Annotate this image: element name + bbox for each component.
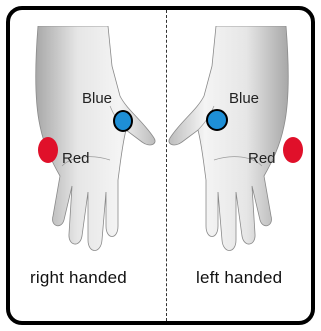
blue-label-left: Blue bbox=[229, 90, 259, 107]
blue-label-right: Blue bbox=[82, 90, 112, 107]
red-label-right: Red bbox=[62, 150, 90, 167]
right-handed-caption: right handed bbox=[30, 268, 127, 288]
hand-shape bbox=[36, 26, 155, 251]
left-handed-caption: left handed bbox=[196, 268, 282, 288]
hand-shape bbox=[169, 26, 288, 251]
red-marker-right bbox=[38, 137, 58, 163]
red-marker-left bbox=[283, 137, 303, 163]
blue-marker-left bbox=[206, 109, 228, 131]
red-label-left: Red bbox=[248, 150, 276, 167]
blue-marker-right bbox=[113, 110, 133, 132]
left-hand-illustration bbox=[166, 26, 302, 256]
